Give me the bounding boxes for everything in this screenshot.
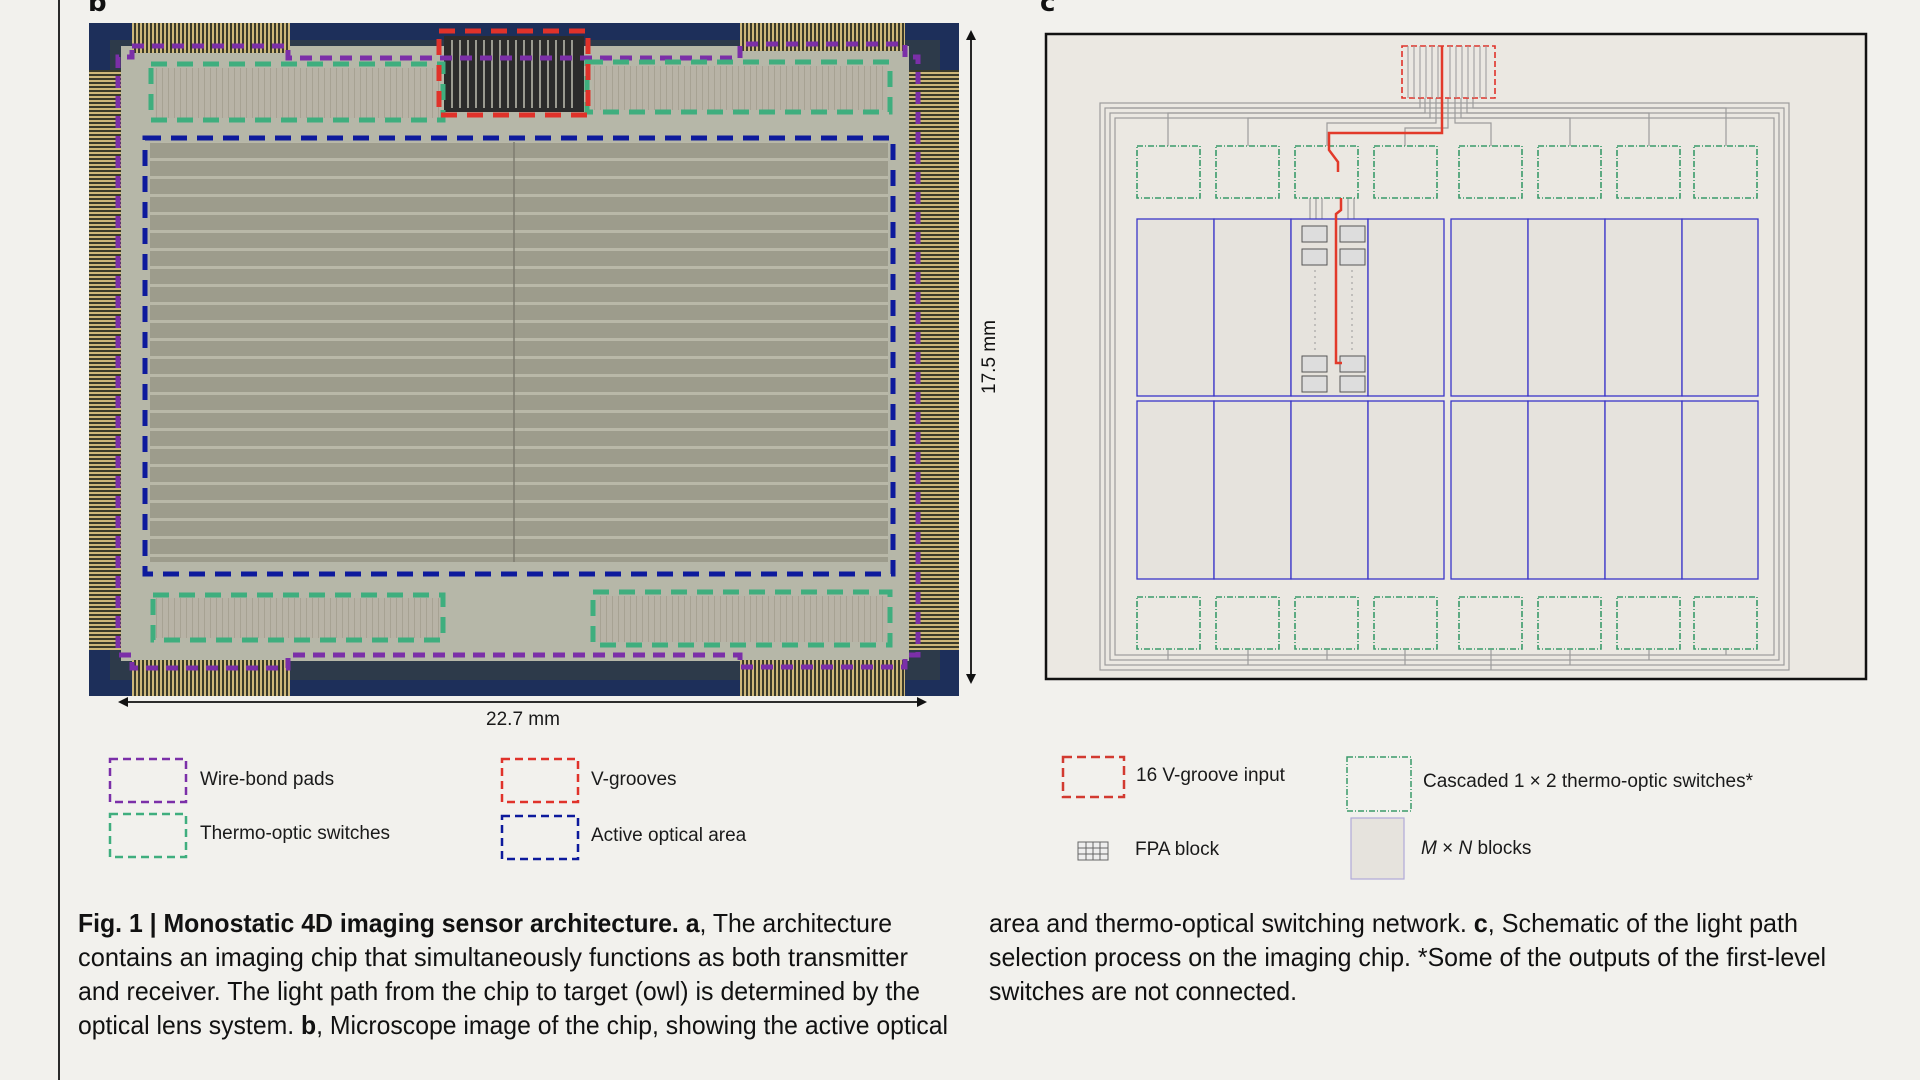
legend-wire-bond-label: Wire-bond pads [200,769,335,790]
margin-rule [58,0,60,1080]
caption-line: Fig. 1 | Monostatic 4D imaging sensor ar… [78,908,892,938]
legend-thermo-optic-label: Thermo-optic switches [200,823,391,844]
selected-light-path [1327,46,1444,365]
mxn-m: M [1421,838,1437,859]
legend-active-area-swatch [500,814,580,861]
routing-waveguides [1099,98,1790,671]
caption-line: switches are not connected. [989,976,1297,1006]
fpa-grids [1301,225,1366,393]
legend-fpa-icon [1077,841,1109,861]
caption-line: selection process on the imaging chip. *… [989,942,1826,972]
mxn-blocks [1136,218,1759,580]
thermo-optic-outline-br [590,589,893,648]
v-groove-outline [436,28,591,118]
mxn-n: N [1458,838,1473,859]
legend-v-groove-label: V-grooves [591,769,677,790]
legend-mxn-label: M × N blocks [1421,838,1531,860]
legend-fpa-label: FPA block [1135,839,1220,860]
light-path-schematic [1044,32,1868,681]
legend-active-area-label: Active optical area [591,825,747,846]
panel-label-c: c [1040,0,1056,18]
panel-label-b: b [88,0,107,18]
active-area-image [150,142,888,562]
legend-wire-bond-swatch [108,757,188,804]
legend-cascaded-switch-label: Cascaded 1 × 2 thermo-optic switches* [1423,771,1754,792]
height-dimension-arrow [966,30,976,684]
thermo-optic-outline-tr [584,59,893,115]
width-dimension-label: 22.7 mm [486,709,560,730]
thermo-optic-outline-tl [148,61,446,123]
caption-line: optical lens system. b, Microscope image… [78,1010,948,1040]
legend-vgroove-input-label: 16 V-groove input [1136,765,1285,786]
legend-mxn-swatch [1350,817,1405,880]
wire-bond-outline [115,41,921,671]
legend-thermo-optic-swatch [108,812,188,859]
mxn-times: × [1436,838,1459,859]
width-dimension-arrow [118,697,927,707]
thermo-optic-outline-bl [150,592,446,643]
active-area-outline [142,135,896,577]
caption-line: and receiver. The light path from the ch… [78,976,920,1006]
legend-v-groove-swatch [500,757,580,804]
caption-line: contains an imaging chip that simultaneo… [78,942,908,972]
switch-boxes [1136,145,1758,650]
legend-cascaded-switch-swatch [1346,756,1412,812]
v-groove-input-box [1401,45,1496,99]
caption-line: area and thermo-optical switching networ… [989,908,1798,938]
legend-vgroove-input-swatch [1061,755,1126,799]
chip-micrograph [89,23,959,696]
mxn-rest: blocks [1472,838,1532,859]
